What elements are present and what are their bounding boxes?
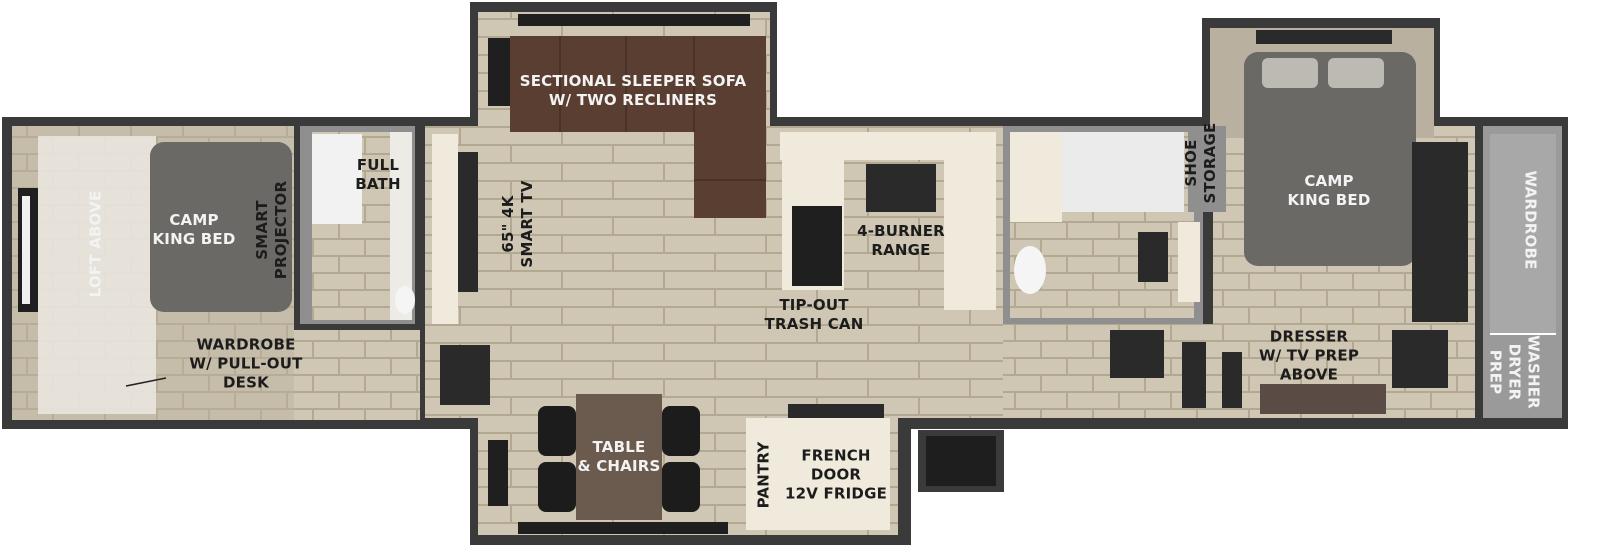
label-line: & CHAIRS (577, 457, 661, 475)
dresser (1260, 384, 1386, 414)
label-line: W/ TV PREP (1258, 346, 1360, 365)
label-line: CAMP (1304, 172, 1354, 190)
label-line: CAMP (169, 211, 219, 229)
mid-bath (1003, 126, 1203, 324)
label-line: DESK (223, 373, 269, 392)
label-loft-above: LOFT ABOVE (87, 191, 106, 298)
label-line: TABLE (592, 438, 646, 456)
sink (792, 206, 842, 286)
label-shoe-storage: SHOE STORAGE (1182, 123, 1220, 204)
label-french-door-fridge: FRENCH DOOR 12V FRIDGE (785, 447, 887, 504)
label-4-burner-range: 4-BURNER RANGE (857, 222, 945, 260)
sectional-sleeper-sofa (510, 36, 766, 218)
label-line: RANGE (871, 241, 931, 259)
front-hall (294, 330, 420, 420)
rear-bedroom (1188, 28, 1475, 418)
front-bath (300, 126, 415, 324)
label-front-wardrobe: WARDROBE W/ PULL-OUT DESK (189, 336, 302, 393)
label-line: 65" 4K (499, 195, 517, 253)
front-camp-king-bed (150, 142, 292, 312)
dining-table (538, 394, 700, 520)
label-line: ABOVE (1279, 365, 1339, 384)
label-line: BATH (355, 175, 401, 193)
label-line: SMART (253, 200, 271, 260)
label-line: STORAGE (1201, 122, 1219, 204)
living-kitchen (425, 12, 1003, 535)
label-line: FULL (356, 156, 400, 174)
pantry (746, 418, 782, 530)
label-pantry-text: PANTRY (754, 441, 773, 509)
label-line: KING BED (1287, 191, 1371, 209)
label-line: DRYER (1505, 343, 1524, 401)
label-line: DOOR (810, 465, 862, 484)
label-line: DRESSER (1269, 327, 1349, 346)
label-line: SHOE (1182, 139, 1200, 187)
kitchen-counter (780, 132, 996, 310)
label-pantry: PANTRY (755, 442, 774, 509)
label-front-camp-king-bed: CAMP KING BED (152, 211, 235, 249)
mid-hall (1003, 324, 1213, 418)
label-full-bath: FULL BATH (355, 156, 400, 194)
label-line: W/ PULL-OUT (189, 354, 303, 373)
label-line: FRENCH (801, 446, 871, 465)
label-line: TRASH CAN (764, 315, 864, 333)
label-line: 4-BURNER (857, 222, 945, 240)
label-tip-out-trash-can: TIP-OUT TRASH CAN (765, 296, 864, 334)
label-rear-camp-king-bed: CAMP KING BED (1287, 172, 1370, 210)
label-line: WASHER (1524, 335, 1543, 409)
label-loft-above-text: LOFT ABOVE (86, 190, 105, 298)
label-line: PREP (1486, 349, 1505, 395)
label-rear-wardrobe-text: WARDROBE (1521, 170, 1540, 270)
label-line: PROJECTOR (272, 180, 290, 280)
label-smart-projector: SMART PROJECTOR (253, 181, 291, 279)
cooktop (866, 164, 936, 212)
label-washer-dryer-prep: WASHER DRYER PREP (1486, 335, 1543, 409)
label-table-chairs: TABLE & CHAIRS (577, 438, 660, 476)
label-line: 12V FRIDGE (784, 484, 888, 503)
label-line: SECTIONAL SLEEPER SOFA (519, 72, 747, 90)
rear-wardrobe-zone (1483, 126, 1562, 418)
label-dresser: DRESSER W/ TV PREP ABOVE (1259, 328, 1359, 385)
label-sectional-sofa: SECTIONAL SLEEPER SOFA W/ TWO RECLINERS (520, 72, 747, 110)
label-line: TIP-OUT (779, 296, 849, 314)
label-line: W/ TWO RECLINERS (548, 91, 718, 109)
label-rear-wardrobe: WARDROBE (1521, 170, 1540, 269)
label-line: WARDROBE (196, 335, 296, 354)
rear-camp-king-bed (1244, 52, 1416, 266)
front-bedroom (12, 126, 414, 420)
fridge (782, 418, 890, 530)
label-line: SMART TV (518, 180, 536, 268)
label-line: KING BED (152, 230, 236, 248)
label-smart-tv: 65" 4K SMART TV (499, 180, 537, 267)
